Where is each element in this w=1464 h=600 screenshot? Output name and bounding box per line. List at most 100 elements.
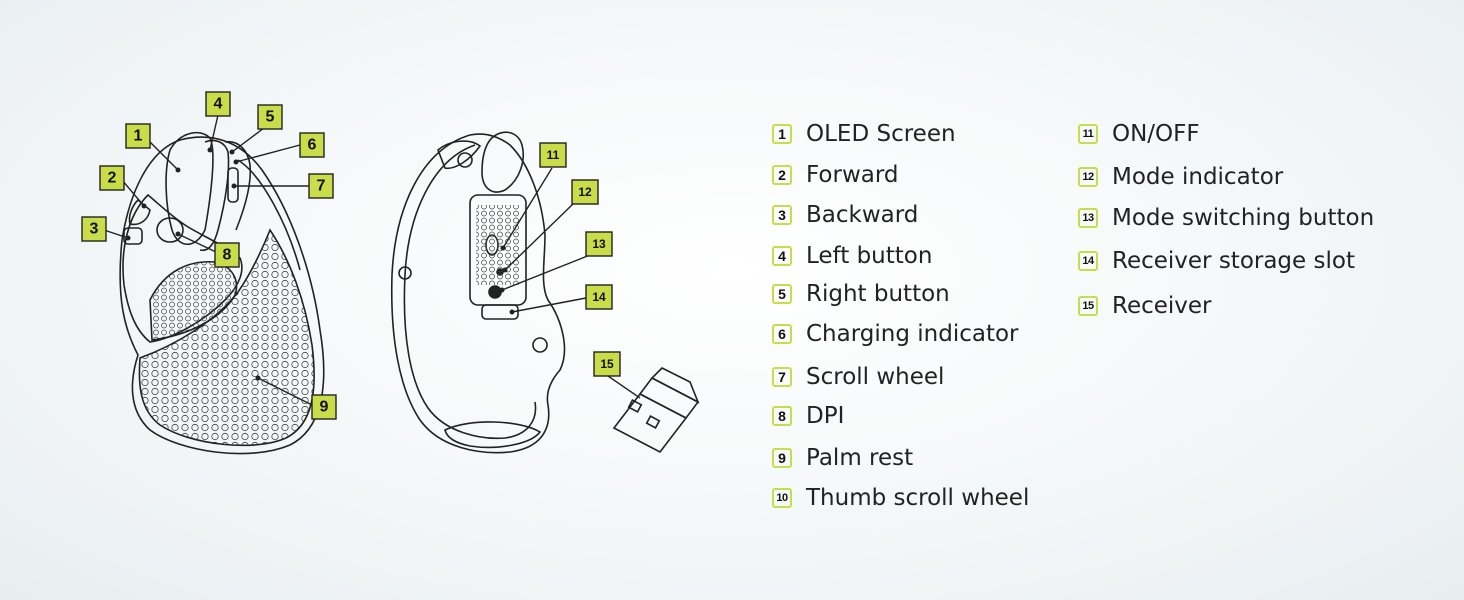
legend-label: Receiver storage slot (1112, 248, 1355, 274)
top-dome (481, 131, 524, 193)
legend-number: 9 (772, 448, 792, 468)
legend-item-12: 12 Mode indicator (1078, 164, 1283, 190)
legend-number: 5 (772, 284, 792, 304)
screw-top (457, 152, 473, 168)
receiver-contact-a (627, 399, 643, 413)
callout-badge-4: 4 (205, 91, 231, 117)
oled-screen (165, 131, 214, 246)
screw-right (532, 337, 548, 353)
svg-text:14: 14 (592, 290, 606, 304)
legend-number: 2 (772, 165, 792, 185)
scroll-wheel (227, 167, 239, 203)
legend-number: 4 (772, 246, 792, 266)
legend-label: Backward (806, 202, 919, 228)
legend-number: 12 (1078, 167, 1098, 187)
legend-label: Scroll wheel (806, 364, 945, 390)
svg-text:11: 11 (547, 148, 560, 162)
legend-number: 14 (1078, 251, 1098, 271)
svg-text:12: 12 (578, 185, 592, 199)
svg-text:5: 5 (266, 109, 275, 126)
legend-item-7: 7 Scroll wheel (772, 364, 944, 390)
mode-button (488, 285, 502, 299)
legend-label: DPI (806, 403, 845, 429)
svg-text:6: 6 (308, 137, 317, 154)
legend-number: 8 (772, 406, 792, 426)
legend-item-3: 3 Backward (772, 202, 918, 228)
legend-label: Receiver (1112, 293, 1212, 319)
legend-item-15: 15 Receiver (1078, 293, 1212, 319)
mouse-bottom-view (390, 131, 566, 454)
legend-label: Left button (806, 243, 933, 269)
right-contour (237, 159, 301, 271)
callout-badge-6: 6 (299, 132, 325, 158)
legend-number: 6 (772, 324, 792, 344)
callout-badge-2: 2 (99, 165, 125, 191)
callout-badge-3: 3 (81, 216, 107, 242)
svg-text:1: 1 (134, 128, 143, 145)
legend-number: 10 (772, 488, 792, 508)
callout-badge-8: 8 (214, 242, 240, 268)
receiver-slot (481, 304, 519, 320)
bottom-outline (390, 133, 566, 454)
legend-label: Thumb scroll wheel (806, 485, 1030, 511)
left-button (199, 139, 230, 252)
svg-text:7: 7 (317, 178, 326, 195)
legend-label: Forward (806, 162, 899, 188)
mouse-body-outline (119, 136, 325, 455)
dpi-button (156, 217, 184, 243)
callout-badge-1: 1 (125, 123, 151, 149)
callout-badge-13: 13 (585, 231, 613, 257)
svg-text:2: 2 (108, 170, 117, 187)
svg-text:8: 8 (223, 247, 232, 264)
legend-item-11: 11 ON/OFF (1078, 121, 1200, 147)
svg-text:4: 4 (214, 96, 223, 113)
callout-lines (103, 114, 641, 406)
legend-item-1: 1 OLED Screen (772, 121, 956, 147)
svg-text:3: 3 (90, 221, 99, 238)
legend-label: ON/OFF (1112, 121, 1200, 147)
callout-badge-14: 14 (585, 284, 613, 310)
right-button (224, 140, 252, 231)
thumb-honeycomb (149, 260, 238, 341)
usb-receiver (612, 367, 700, 454)
screw-left (398, 266, 412, 280)
legend-item-5: 5 Right button (772, 281, 950, 307)
legend-item-9: 9 Palm rest (772, 445, 913, 471)
legend-number: 7 (772, 367, 792, 387)
legend-item-8: 8 DPI (772, 403, 844, 429)
svg-text:9: 9 (320, 399, 329, 416)
bottom-pad (444, 421, 542, 449)
legend-item-13: 13 Mode switching button (1078, 205, 1374, 231)
legend-number: 11 (1078, 124, 1098, 144)
palm-rest (138, 228, 315, 447)
legend-label: Mode switching button (1112, 205, 1375, 231)
legend-item-2: 2 Forward (772, 162, 899, 188)
legend-label: Right button (806, 281, 950, 307)
legend-label: Charging indicator (806, 321, 1019, 347)
callout-badge-7: 7 (308, 173, 334, 199)
sensor-holes (476, 205, 520, 285)
svg-text:13: 13 (592, 237, 606, 251)
receiver-contact-b (645, 415, 661, 429)
side-pad (437, 140, 482, 170)
legend-number: 1 (772, 124, 792, 144)
forward-button (128, 198, 151, 226)
mouse-top-view (119, 131, 325, 455)
inner-outline (403, 144, 537, 440)
callout-badge-5: 5 (257, 104, 283, 130)
legend-number: 13 (1078, 208, 1098, 228)
legend-number: 3 (772, 205, 792, 225)
legend-number: 15 (1078, 296, 1098, 316)
callout-badge-9: 9 (311, 394, 337, 420)
legend-item-4: 4 Left button (772, 243, 932, 269)
legend-item-10: 10 Thumb scroll wheel (772, 485, 1029, 511)
svg-text:15: 15 (600, 357, 614, 371)
legend-item-6: 6 Charging indicator (772, 321, 1019, 347)
legend-label: Palm rest (806, 445, 914, 471)
legend-label: Mode indicator (1112, 164, 1284, 190)
legend-item-14: 14 Receiver storage slot (1078, 248, 1355, 274)
callout-badge-12: 12 (571, 179, 599, 205)
legend-label: OLED Screen (806, 121, 956, 147)
receiver-top (650, 367, 700, 404)
